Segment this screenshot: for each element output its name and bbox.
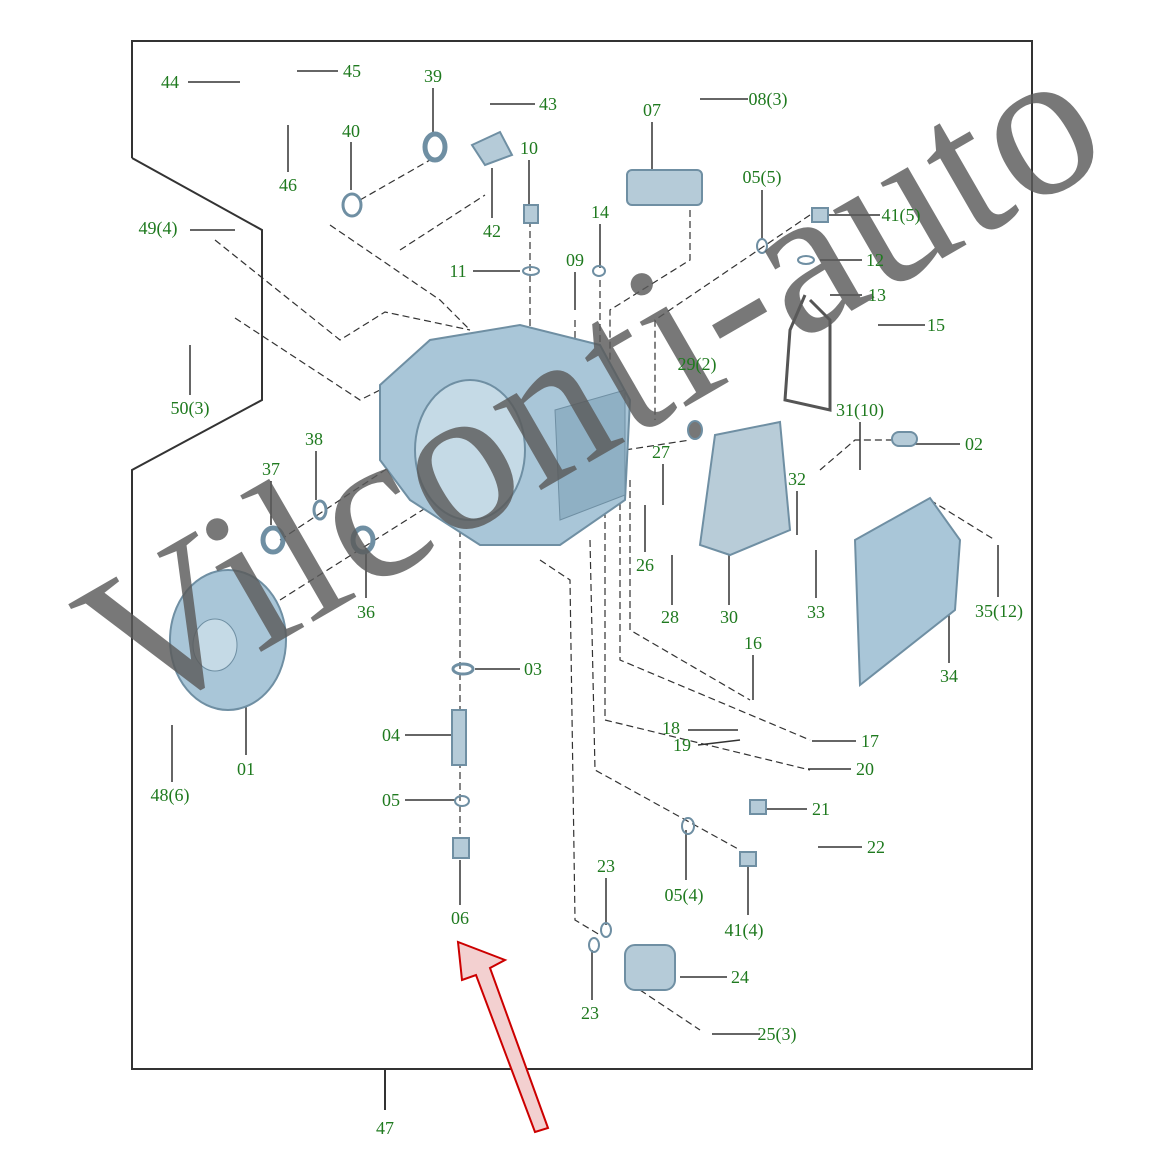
part-callout-label: 42 xyxy=(483,221,501,241)
part-callout-label: 17 xyxy=(861,731,879,751)
part-callout-label: 14 xyxy=(591,202,609,222)
part-callout-label: 21 xyxy=(812,799,830,819)
part-callout-label: 44 xyxy=(161,72,179,92)
part-callout-label: 41(4) xyxy=(724,920,764,940)
part-callout-label: 28 xyxy=(661,607,679,627)
part-callout-label: 23 xyxy=(581,1003,599,1023)
torque-converter xyxy=(169,569,287,711)
part-callout-label: 26 xyxy=(636,555,654,575)
part-callout-label: 36 xyxy=(357,602,375,622)
part-callout-label: 38 xyxy=(305,429,323,449)
oil-pan xyxy=(853,496,962,688)
part-callout-label: 24 xyxy=(731,967,749,987)
part-callout-label: 15 xyxy=(927,315,945,335)
part-callout-label: 11 xyxy=(449,261,467,281)
part-callout-label: 05 xyxy=(382,790,400,810)
part-callout-label: 41(5) xyxy=(881,205,921,225)
part-callout-label: 46 xyxy=(279,175,297,195)
valve-body xyxy=(698,420,792,557)
leader-lines-solid xyxy=(171,70,999,1035)
part-callout-label: 20 xyxy=(856,759,874,779)
part-callout-label: 16 xyxy=(744,633,762,653)
part-callout-label: 12 xyxy=(866,250,884,270)
part-callout-label: 07 xyxy=(643,100,661,120)
part-callout-label: 45 xyxy=(343,61,361,81)
part-callout-label: 19 xyxy=(673,735,691,755)
part-callout-label: 18 xyxy=(662,718,680,738)
part-callout-label: 03 xyxy=(524,659,542,679)
part-callout-label: 01 xyxy=(237,759,255,779)
part-callout-label: 02 xyxy=(965,434,983,454)
part-callout-label: 49(4) xyxy=(138,218,178,238)
frame-label: 47 xyxy=(376,1118,394,1138)
part-callout-label: 43 xyxy=(539,94,557,114)
part-callout-label: 32 xyxy=(788,469,806,489)
part-callout-label: 29(2) xyxy=(677,354,717,374)
part-callout-label: 25(3) xyxy=(757,1024,797,1044)
transmission-housing xyxy=(379,323,632,546)
part-callout-label: 05(5) xyxy=(742,167,782,187)
part-callout-label: 35(12) xyxy=(975,601,1023,621)
frame-outline xyxy=(131,40,1033,1110)
part-callout-label: 39 xyxy=(424,66,442,86)
part-callout-label: 06 xyxy=(451,908,469,928)
part-callout-label: 34 xyxy=(940,666,958,686)
part-callout-label: 09 xyxy=(566,250,584,270)
part-callout-label: 50(3) xyxy=(170,398,210,418)
part-callout-label: 27 xyxy=(652,442,670,462)
part-callout-label: 13 xyxy=(868,285,886,305)
part-callout-label: 48(6) xyxy=(150,785,190,805)
part-callout-label: 37 xyxy=(262,459,280,479)
leader-lines-dashed xyxy=(214,159,996,1031)
part-callout-label: 04 xyxy=(382,725,400,745)
part-callout-label: 30 xyxy=(720,607,738,627)
part-callout-label: 31(10) xyxy=(836,400,884,420)
part-callout-label: 33 xyxy=(807,602,825,622)
part-callout-label: 08(3) xyxy=(748,89,788,109)
part-callout-label: 05(4) xyxy=(664,885,704,905)
small-parts xyxy=(260,130,918,991)
part-callout-label: 23 xyxy=(597,856,615,876)
part-callout-label: 10 xyxy=(520,138,538,158)
wiring-harness xyxy=(783,294,832,412)
part-callout-label: 40 xyxy=(342,121,360,141)
direction-arrow xyxy=(456,940,550,1134)
part-callout-label: 22 xyxy=(867,837,885,857)
